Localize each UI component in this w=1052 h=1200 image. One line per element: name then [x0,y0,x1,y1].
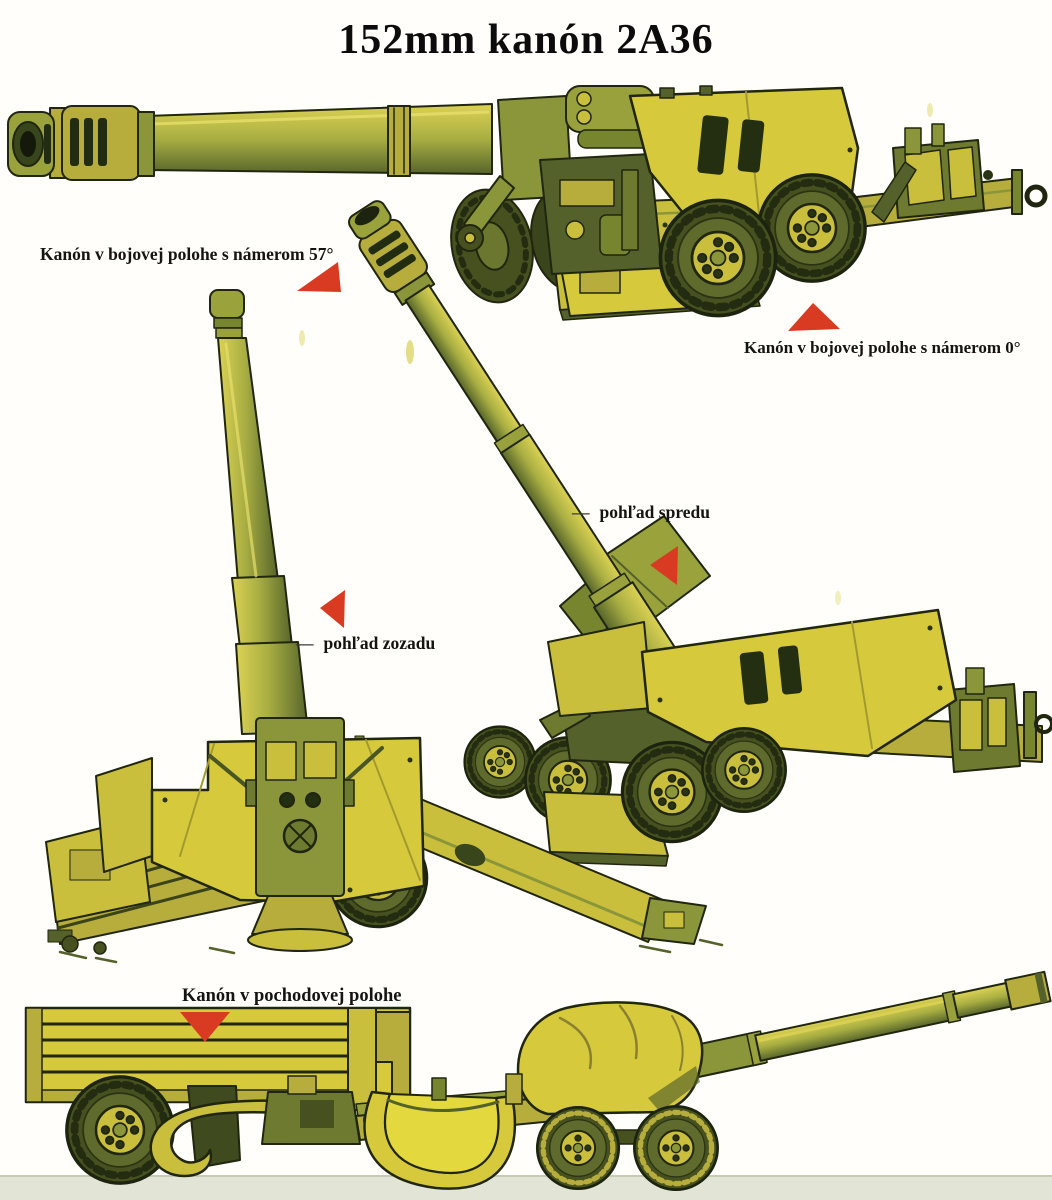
drawbar-hook [149,1099,302,1178]
pointer-triangle-icon [788,303,840,331]
muzzle-brake [7,105,155,181]
figure-travel-position [24,970,1052,1190]
pointer-triangle-icon [320,590,345,628]
lunette-ring [1024,184,1048,208]
callout-label: pohľad zozadu [323,633,436,653]
paper-smudges [299,103,933,605]
wheel [634,1106,717,1189]
callout-travel-position: Kanón v pochodovej polohe [182,986,401,1007]
ground-line [0,1175,1052,1200]
covered-breech [505,1001,704,1116]
gun-shield [547,608,958,758]
gun-barrel [209,289,309,735]
mud-flap [187,1085,241,1169]
leader-dash: — [572,502,590,522]
callout-front-view: — pohľad spredu [572,502,710,523]
pintle-assembly [261,1075,361,1145]
callout-combat-57deg: Kanón v bojovej polohe s námerom 57° [40,244,334,265]
wheel [537,1107,618,1188]
callout-label: Kanón v pochodovej polohe [182,986,402,1006]
gun-barrel [649,970,1052,1087]
gun-barrel [145,103,493,177]
pointer-triangle-icon [180,1012,230,1042]
pointer-triangle-icon [297,262,341,292]
callout-label: Kanón v bojovej polohe s námerom 0° [744,338,1021,357]
callout-label: pohľad spredu [599,502,711,522]
wheel [702,728,785,811]
page-title: 152mm kanón 2A36 [338,17,714,63]
callout-label: Kanón v bojovej polohe s námerom 57° [40,244,334,264]
breech-assembly [245,717,355,952]
wheel [660,200,775,315]
breech-assembly [456,85,663,275]
callout-rear-view: — pohľad zozadu [296,633,435,654]
callout-combat-0deg: Kanón v bojovej polohe s námerom 0° [744,338,1021,358]
carriage-trail [847,123,1048,229]
pointer-triangle-icon [650,546,678,585]
ground-hatches [58,938,724,964]
figure-combat-0deg [7,85,1048,321]
leader-dash: — [296,633,314,653]
figure-front-view [348,200,1052,867]
figure-rear-view [45,289,724,964]
